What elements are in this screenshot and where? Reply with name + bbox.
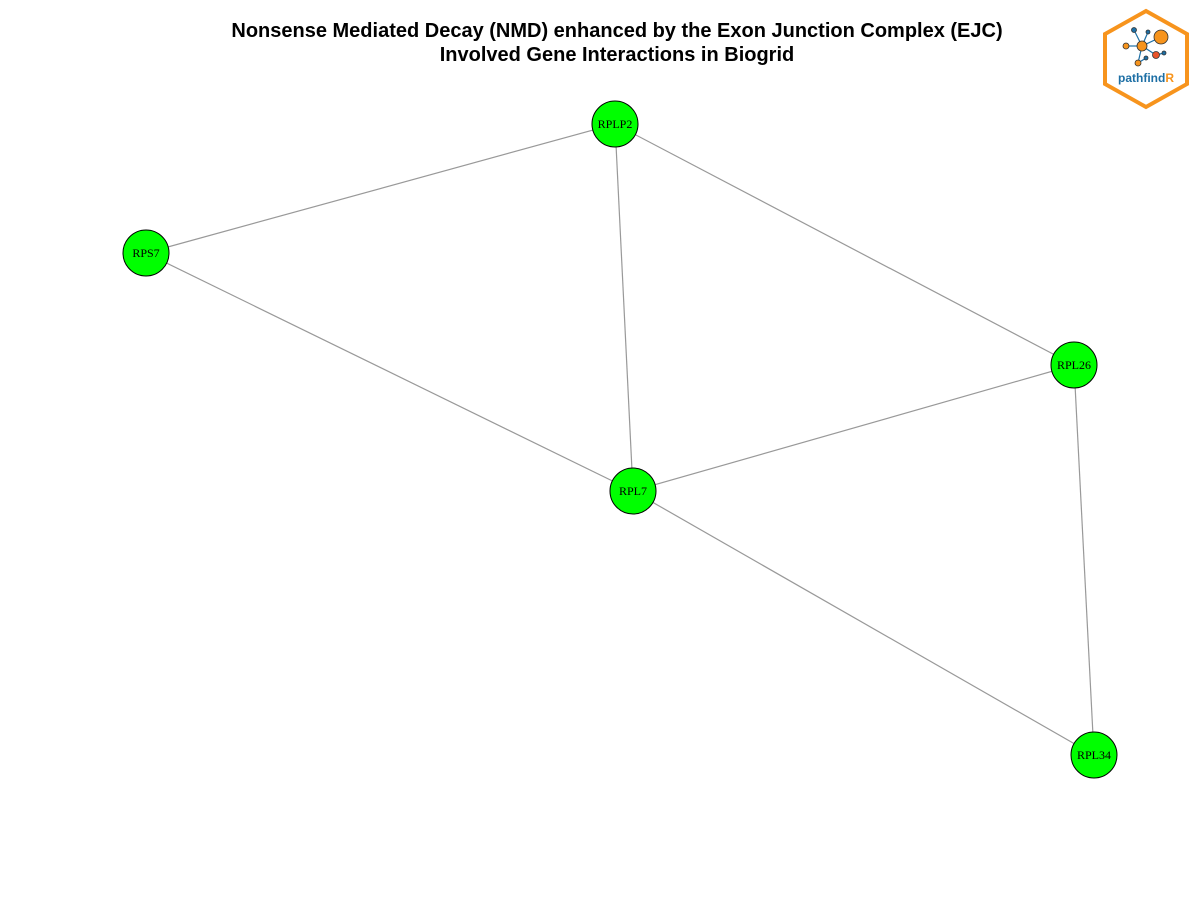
node-rpl34[interactable]: RPL34 bbox=[1070, 731, 1118, 779]
node-label: RPL34 bbox=[1077, 748, 1111, 762]
node-circle bbox=[1070, 731, 1118, 779]
title-line-2: Involved Gene Interactions in Biogrid bbox=[439, 44, 795, 66]
edge-rpl26-rpl34 bbox=[1073, 364, 1095, 756]
node-circle bbox=[609, 467, 657, 515]
edge-rplp2-rpl7 bbox=[614, 123, 634, 492]
node-label: RPLP2 bbox=[598, 117, 633, 131]
edge-rps7-rpl7 bbox=[145, 252, 634, 492]
node-label: RPL26 bbox=[1057, 358, 1091, 372]
logo-nodes bbox=[1122, 27, 1169, 67]
edge-rplp2-rpl26 bbox=[614, 123, 1075, 366]
logo-text: pathfind bbox=[1118, 71, 1165, 85]
node-circle bbox=[122, 229, 170, 277]
node-label: RPL7 bbox=[619, 484, 647, 498]
node-label: RPS7 bbox=[132, 246, 159, 260]
title-line-1: Nonsense Mediated Decay (NMD) enhanced b… bbox=[231, 20, 1003, 42]
logo-text-accent: R bbox=[1165, 71, 1174, 85]
node-rplp2[interactable]: RPLP2 bbox=[591, 100, 639, 148]
node-circle bbox=[1050, 341, 1098, 389]
pathfindr-logo: pathfindR bbox=[1103, 8, 1189, 110]
edge-rplp2-rps7 bbox=[145, 123, 616, 254]
svg-text:pathfindR: pathfindR bbox=[1118, 71, 1174, 85]
node-rpl26[interactable]: RPL26 bbox=[1050, 341, 1098, 389]
node-circle bbox=[591, 100, 639, 148]
edge-rpl7-rpl34 bbox=[632, 490, 1095, 756]
edge-rpl26-rpl7 bbox=[632, 364, 1075, 492]
edges-layer bbox=[145, 123, 1095, 756]
node-rps7[interactable]: RPS7 bbox=[122, 229, 170, 277]
chart-title: Nonsense Mediated Decay (NMD) enhanced b… bbox=[0, 19, 1200, 67]
node-rpl7[interactable]: RPL7 bbox=[609, 467, 657, 515]
